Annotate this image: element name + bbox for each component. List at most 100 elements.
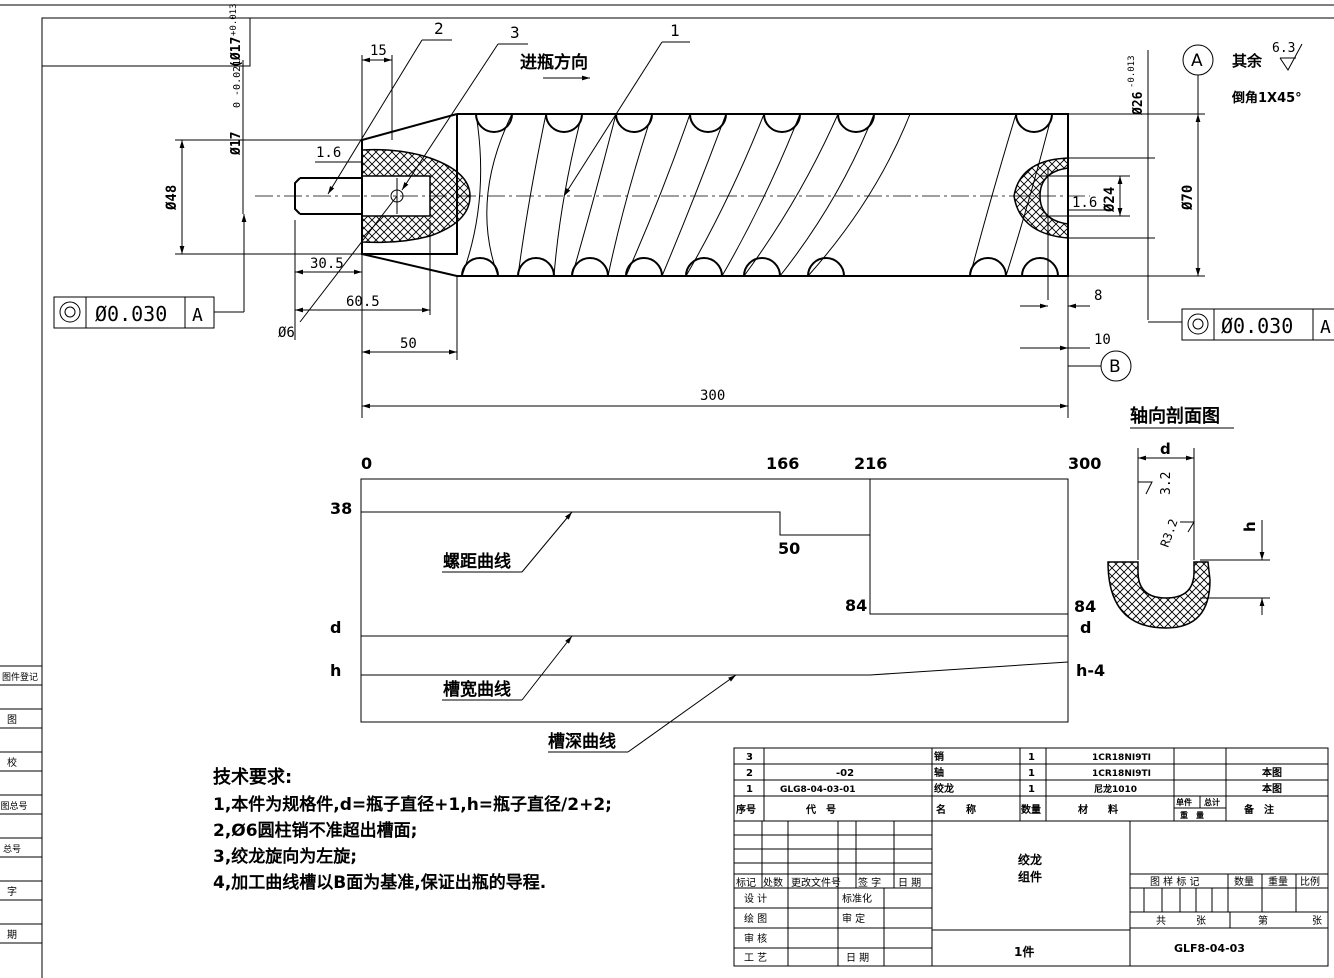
bom-header-name: 名 称	[936, 803, 976, 816]
x-tick: 216	[854, 454, 887, 473]
x-tick: 0	[361, 454, 372, 473]
bom-name: 轴	[934, 766, 944, 779]
dim-60-5: 60.5	[346, 294, 380, 310]
bom-header-total: 总计	[1204, 797, 1220, 807]
curve-name-depth: 槽深曲线	[548, 731, 616, 752]
surface-note: 其余 6.3 倒角1X45°	[1231, 41, 1303, 106]
dim-10: 10	[1094, 332, 1111, 348]
right-label: d	[1080, 618, 1091, 637]
dim-1-6-right: 1.6	[1072, 195, 1097, 211]
dimensions: 15 Ø48 Ø17 0 -0.021 (Ø17 +0.013 0 1.6 30…	[164, 0, 1205, 418]
dim-30-5: 30.5	[310, 256, 344, 272]
left-binding-strip: 图件登记 图 校 图总号 总号 字 期	[0, 665, 42, 944]
tech-item: 2,Ø6圆柱销不准超出槽面;	[213, 820, 417, 841]
bom-header-note: 备 注	[1243, 803, 1274, 816]
bom-qty: 1	[1028, 784, 1035, 795]
fcf-left: Ø0.030 A	[53, 214, 247, 329]
hub-section-right	[1013, 157, 1069, 239]
mid-label: 标准化	[842, 892, 872, 905]
mid-label: 审 定	[842, 912, 865, 925]
tech-requirements: 技术要求: 1,本件为规格件,d=瓶子直径+1,h=瓶子直径/2+2; 2,Ø6…	[213, 766, 612, 893]
dim-d6: Ø6	[278, 325, 295, 341]
dim-8: 8	[1094, 288, 1102, 304]
bom-header-single: 单件	[1176, 797, 1192, 807]
roughness-value: 6.3	[1272, 41, 1295, 56]
dim-d17-alt: (Ø17	[229, 37, 244, 68]
role: 工 艺	[744, 952, 767, 964]
bom-header-qty: 数量	[1021, 803, 1041, 816]
role: 设 计	[744, 892, 767, 905]
tech-title: 技术要求:	[213, 766, 292, 788]
dim-d70: Ø70	[1180, 185, 1196, 211]
section-h: h	[1241, 521, 1259, 532]
concentricity-icon	[1187, 313, 1209, 335]
strip-label: 期	[7, 929, 17, 941]
callout-1: 1	[670, 21, 680, 40]
dim-d17: Ø17	[229, 132, 244, 156]
screw-conveyor-view	[242, 113, 1130, 300]
dim-d17-alt-tol: +0.013 0	[229, 0, 239, 36]
left-label: h	[330, 661, 341, 680]
right-label: h-4	[1076, 661, 1105, 680]
section-title: 轴向剖面图	[1130, 405, 1220, 427]
dim-300: 300	[700, 388, 725, 404]
strip-label: 校	[7, 756, 17, 769]
datum-b-label: B	[1109, 357, 1121, 377]
rev-header: 处数	[763, 876, 783, 889]
left-label: 38	[330, 499, 352, 518]
dim-d17-tol: 0 -0.021	[232, 60, 243, 108]
drawing-qty: 1件	[1014, 944, 1034, 959]
left-label: d	[330, 618, 341, 637]
bom-no: 2	[746, 768, 753, 779]
bom-mat: 1CR18NI9TI	[1092, 753, 1151, 763]
bom-qty: 1	[1028, 752, 1035, 763]
drawing-name-1: 绞龙	[1018, 852, 1042, 867]
bom-code: -02	[836, 768, 854, 779]
stage-label: 比例	[1300, 875, 1320, 888]
drawing-code: GLF8-04-03	[1174, 942, 1245, 955]
axial-section: 轴向剖面图 d 3.2 R3.2 h	[1107, 405, 1270, 629]
role: 绘 图	[744, 912, 767, 925]
bom-header-code: 代 号	[805, 803, 836, 816]
dim-50: 50	[400, 336, 417, 352]
rev-header: 标记	[736, 877, 756, 889]
sheet-label: 张	[1312, 915, 1322, 927]
x-tick: 166	[766, 454, 799, 473]
datum-b: B	[1068, 350, 1132, 382]
tech-item: 3,绞龙旋向为左旋;	[213, 846, 357, 867]
bom-no: 1	[746, 784, 753, 795]
inner-label: 84	[845, 596, 867, 615]
right-label: 84	[1074, 597, 1096, 616]
chamfer-note: 倒角1X45°	[1231, 90, 1302, 106]
curve-chart: 0 166 216 300 38 50 84 84 d d h h-4 螺距曲线…	[330, 454, 1105, 753]
fcf-right-value: Ø0.030	[1221, 314, 1293, 338]
bom-no: 3	[746, 752, 753, 763]
rev-header: 更改文件号	[791, 876, 841, 889]
dim-d26: Ø26	[1131, 91, 1146, 116]
direction-label: 进瓶方向	[520, 52, 588, 73]
strip-label: 图件登记	[2, 671, 38, 683]
datum-a: A	[1182, 44, 1214, 114]
part-callouts: 2 3 1 进瓶方向	[327, 19, 690, 197]
bom-note: 本图	[1262, 782, 1282, 795]
stage-label: 重量	[1268, 875, 1288, 888]
dim-1-6-left: 1.6	[316, 145, 341, 161]
sheet-label: 共	[1156, 915, 1166, 927]
dim-15: 15	[370, 43, 387, 59]
title-block: 3 销 1 1CR18NI9TI 2 -02 轴 1 1CR18NI9TI 本图…	[733, 747, 1329, 967]
bom-header-mat: 材 料	[1078, 803, 1118, 816]
bom-code: GLG8-04-03-01	[780, 785, 856, 795]
mid-label: 日 期	[846, 952, 869, 964]
tech-item: 4,加工曲线槽以B面为基准,保证出瓶的导程.	[213, 872, 546, 893]
section-r2: R3.2	[1158, 517, 1181, 549]
depth-curve	[361, 661, 1069, 676]
fcf-right: Ø0.030 A	[1148, 308, 1334, 341]
bom-mat: 1CR18NI9TI	[1092, 769, 1151, 779]
tech-item: 1,本件为规格件,d=瓶子直径+1,h=瓶子直径/2+2;	[213, 794, 612, 815]
bom-name: 绞龙	[934, 782, 954, 795]
section-d: d	[1160, 440, 1171, 458]
stage-label: 数量	[1234, 875, 1254, 888]
fcf-left-value: Ø0.030	[95, 302, 167, 326]
bom-header-no: 序号	[736, 803, 756, 816]
